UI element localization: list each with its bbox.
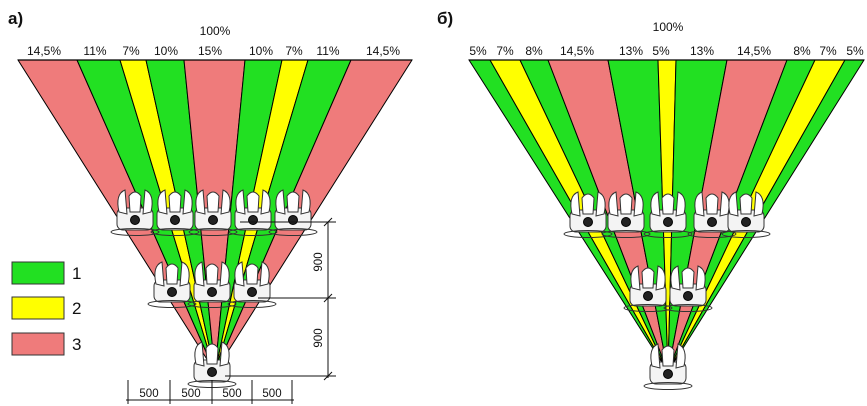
legend-label-2: 2 (72, 299, 81, 318)
fan-b-sector-label-5: 13% (619, 44, 643, 58)
legend: 1 2 3 (11, 261, 81, 356)
sector-labels-a: 14,5% 11% 7% 10% 15% 10% 7% 11% 14,5% (27, 44, 400, 58)
row1-b-seat-1 (563, 191, 613, 238)
row2-a-seat-2 (187, 261, 237, 308)
panel-b-total: 100% (653, 20, 684, 34)
row2-b-seat-2 (663, 265, 713, 312)
row1-a-seat-3 (188, 189, 238, 236)
fan-a-sector-label-6: 10% (249, 44, 273, 58)
fan-a-sector-label-8: 11% (316, 44, 339, 58)
fan-b-sector-label-6: 5% (652, 44, 670, 58)
seats-a (110, 189, 318, 388)
legend-label-3: 3 (72, 335, 81, 354)
fan-a-sector-label-4: 10% (154, 44, 178, 58)
row1-a-seat-2 (150, 189, 200, 236)
fan-a-sector-label-5: 15% (198, 44, 222, 58)
panel-a-total: 100% (200, 24, 231, 38)
row1-b-seat-5 (721, 191, 771, 238)
panel-b-label: б) (437, 9, 453, 28)
fan-b-sector-label-4: 14,5% (560, 44, 594, 58)
row2-a-seat-3 (227, 261, 277, 308)
row1-a-seat-1 (110, 189, 160, 236)
fan-a-sector-label-9: 14,5% (366, 44, 400, 58)
legend-swatch-2 (11, 296, 65, 320)
row1-a-seat-5 (268, 189, 318, 236)
row2-a-seat-1 (147, 261, 197, 308)
dimension-vertical-lower: 900 (313, 328, 325, 347)
row1-b-seat-2 (601, 191, 651, 238)
fan-a-sector-label-1: 14,5% (27, 44, 61, 58)
fan-a-sector-label-2: 11% (83, 44, 106, 58)
dimensions-a (126, 217, 336, 404)
dimension-vertical-upper: 900 (313, 252, 325, 271)
fan-b-sector-label-7: 13% (690, 44, 714, 58)
fan-b-sector-label-1: 5% (469, 44, 487, 58)
fan-a-sector-label-3: 7% (122, 44, 140, 58)
fan-b-sector-label-3: 8% (525, 44, 543, 58)
dimension-horizontal-3: 500 (222, 388, 241, 400)
fan-b-sector-label-2: 7% (496, 44, 514, 58)
legend-swatch-1 (11, 261, 65, 285)
fan-b-sector-label-8: 14,5% (737, 44, 771, 58)
dimension-horizontal-2: 500 (181, 388, 200, 400)
seats-b (563, 191, 771, 390)
fan-b-sector-label-10: 7% (819, 44, 837, 58)
row2-b-seat-1 (623, 265, 673, 312)
row3-b-seat-1 (643, 343, 693, 390)
legend-label-1: 1 (72, 264, 81, 283)
row1-a-seat-4 (228, 189, 278, 236)
fan-b-sector-label-9: 8% (793, 44, 811, 58)
dimension-horizontal-1: 500 (139, 388, 158, 400)
legend-swatch-3 (11, 332, 65, 356)
dimension-horizontal-4: 500 (262, 388, 281, 400)
fan-b-sector-label-11: 5% (846, 44, 864, 58)
sector-labels-b: 5% 7% 8% 14,5% 13% 5% 13% 14,5% 8% 7% 5% (469, 44, 864, 58)
fan-a-sector-label-7: 7% (285, 44, 303, 58)
panel-a-label: а) (8, 9, 23, 28)
row1-b-seat-3 (643, 191, 693, 238)
